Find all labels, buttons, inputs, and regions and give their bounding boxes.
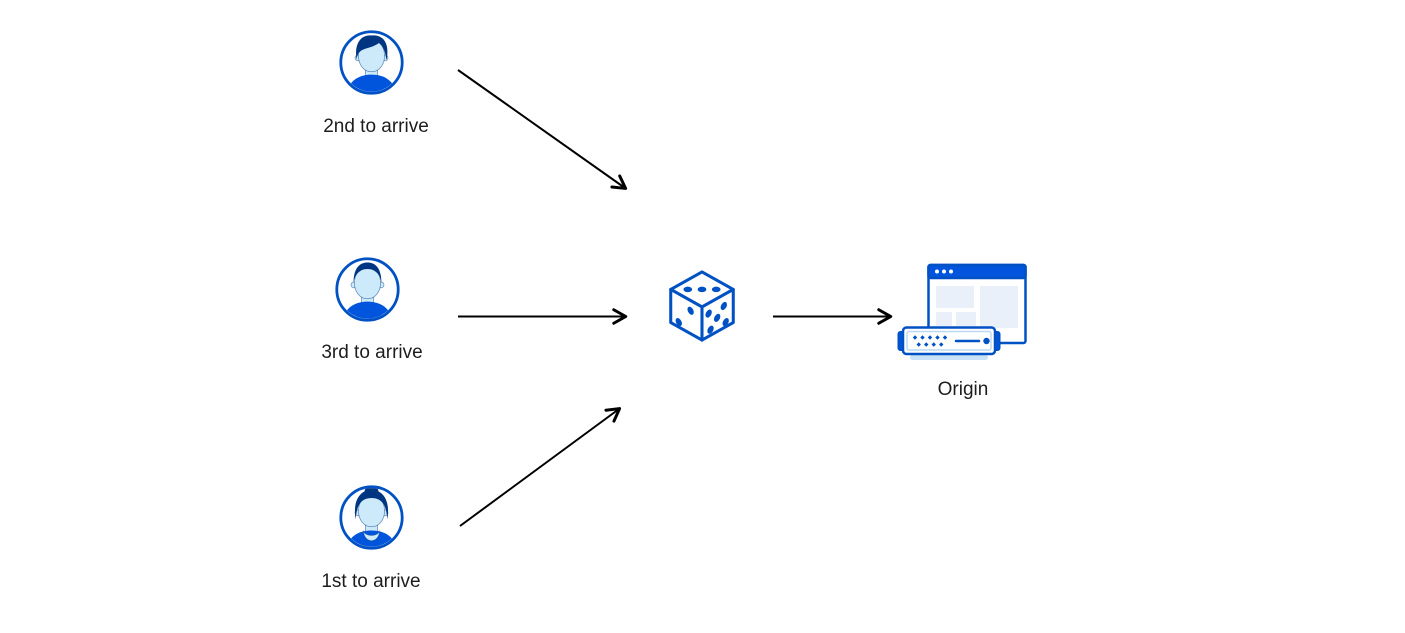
visitor-first-label: 1st to arrive [321,571,421,592]
user-avatar-woman-bun-icon [339,485,404,550]
user-avatar-man-short-hair-icon [335,257,400,322]
arrow-visitor2-to-dice [457,69,628,190]
visitor-second-label: 2nd to arrive [323,116,429,137]
origin-server-browser-icon [897,263,1027,360]
visitor-third-label: 3rd to arrive [321,342,423,363]
arrow-visitor1-to-dice [459,407,622,527]
dice-icon [669,270,735,342]
origin-label: Origin [937,379,989,400]
user-avatar-man-swept-hair-icon [339,30,404,95]
